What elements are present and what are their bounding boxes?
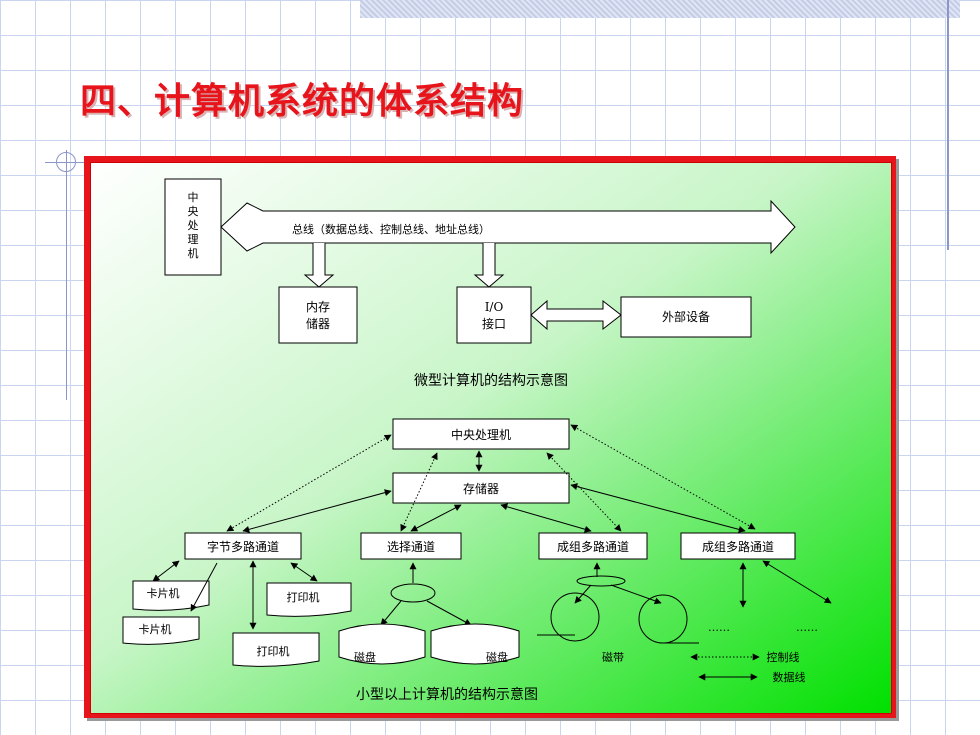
peripheral-box: [620, 296, 752, 338]
tape-reel: [550, 592, 600, 642]
slide-title: 四、计算机系统的体系结构: [80, 81, 525, 122]
central-processor-label: 中央处理机: [451, 427, 511, 442]
memory-label: 内存: [306, 300, 330, 314]
cpu-box: [164, 178, 222, 276]
io-label: I/O: [485, 300, 504, 314]
legend-control-label: 控制线: [767, 650, 800, 664]
printer-box: [266, 582, 352, 617]
tape-control-unit: [576, 575, 626, 587]
left-decor-line: [66, 150, 67, 400]
device-link: [610, 584, 662, 605]
ellipsis: ……: [708, 621, 730, 634]
io-box: [456, 286, 532, 344]
channel-label: 成组多路通道: [702, 539, 774, 554]
channel-label: 成组多路通道: [557, 539, 629, 554]
channel-label: 字节多路通道: [207, 539, 279, 554]
card-punch-box: [122, 616, 200, 645]
disk-label: 磁盘: [354, 650, 376, 664]
data-line: [242, 489, 392, 533]
channel-box: [184, 532, 302, 560]
small-structure: 中央处理机 存储器 字节多路通道 选择通道 成组多路通道 成组多路通道 卡片机 …: [122, 418, 832, 703]
memory-box: [278, 286, 358, 344]
micro-structure: 中 央 处 理 机 总线（数据总线、控制总线、地址总线） 内存 储器 I/O 接…: [164, 178, 796, 389]
io-label: 接口: [482, 316, 506, 331]
card-reader-box: [132, 580, 210, 611]
crosshair-circle: [56, 152, 76, 172]
peripheral-label: 外部设备: [662, 309, 710, 324]
channel-label: 选择通道: [387, 540, 435, 554]
device-link: [152, 560, 180, 582]
central-processor-box: [392, 418, 570, 450]
legend-data-label: 数据线: [773, 670, 806, 684]
micro-caption: 微型计算机的结构示意图: [414, 372, 568, 389]
diagram-panel: 中 央 处 理 机 总线（数据总线、控制总线、地址总线） 内存 储器 I/O 接…: [90, 162, 892, 714]
cpu-char: 机: [188, 246, 199, 260]
card-punch-label: 卡片机: [139, 622, 172, 636]
small-caption: 小型以上计算机的结构示意图: [356, 686, 538, 703]
channel-box: [680, 532, 796, 560]
device-link: [380, 600, 402, 626]
top-decor-band: [360, 0, 960, 18]
cpu-char: 理: [188, 233, 199, 246]
data-line: [570, 483, 746, 533]
cpu-char: 处: [188, 219, 199, 232]
memory-label: 储器: [306, 316, 330, 331]
device-link: [190, 562, 218, 612]
disk-cylinder: [338, 623, 426, 665]
cpu-char: 中: [188, 191, 199, 204]
printer-label: 打印机: [257, 644, 290, 658]
ellipsis: ……: [796, 621, 818, 634]
bus-label: 总线（数据总线、控制总线、地址总线）: [292, 222, 490, 236]
bus-arrow: [220, 199, 796, 255]
device-link: [426, 600, 472, 626]
disk-label: 磁盘: [486, 650, 508, 664]
card-reader-label: 卡片机: [147, 586, 180, 600]
data-line: [410, 504, 462, 532]
device-link: [290, 562, 318, 582]
selector-control-unit: [390, 583, 436, 603]
cpu-char: 央: [188, 205, 199, 218]
printer-box: [232, 632, 320, 667]
storage-label: 存储器: [463, 481, 499, 496]
right-decor-line: [947, 0, 949, 250]
printer-label: 打印机: [287, 590, 320, 604]
architecture-diagram: 中 央 处 理 机 总线（数据总线、控制总线、地址总线） 内存 储器 I/O 接…: [91, 163, 891, 713]
tape-label: 磁带: [602, 651, 624, 664]
control-line: [400, 452, 438, 532]
disk-cylinder: [430, 623, 520, 665]
channel-box: [538, 532, 648, 560]
channel-box: [360, 532, 462, 560]
device-link: [762, 560, 832, 604]
